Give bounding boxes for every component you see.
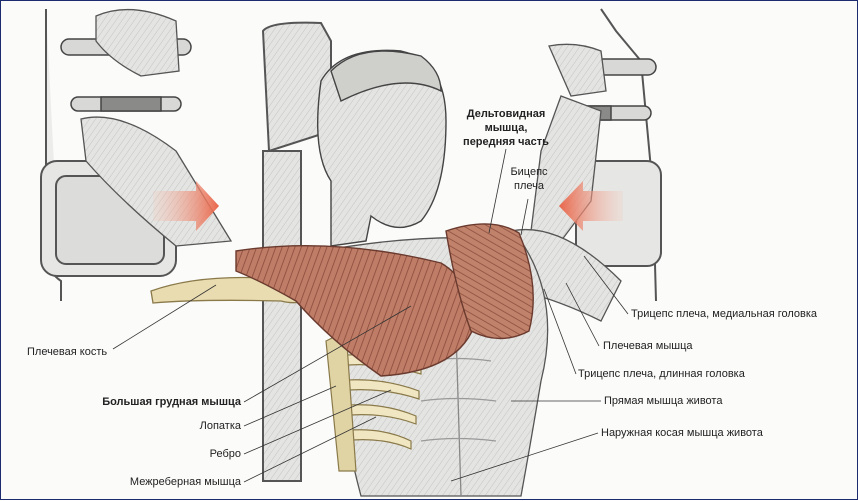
external-oblique-label: Наружная косая мышца живота — [601, 427, 763, 439]
leader-lines — [112, 148, 629, 483]
pectoralis-major-muscle — [235, 244, 477, 377]
deltoid-label-line-2: мышца, — [484, 122, 528, 134]
arms — [80, 8, 622, 322]
triceps-medial-label: Трицепс плеча, медиальная головка — [631, 308, 818, 320]
biceps-label-line-2: плеча — [514, 180, 544, 192]
deltoid-muscle — [445, 223, 534, 340]
rib-label: Ребро — [209, 448, 241, 460]
triceps-long-label: Трицепс плеча, длинная головка — [578, 368, 745, 380]
head — [316, 49, 447, 247]
right-arrow — [559, 181, 623, 231]
intercostal-label: Межреберная мышца — [129, 476, 241, 488]
humerus-label: Плечевая кость — [27, 346, 108, 358]
brachialis-label: Плечевая мышца — [603, 340, 693, 352]
deltoid-label-line-1: Дельтовидная — [466, 108, 546, 120]
left-handle — [60, 38, 192, 112]
biceps-label: Бицепс плеча — [504, 165, 554, 193]
deltoid-label: Дельтовидная мышца, передняя часть — [456, 107, 556, 149]
scapula-label: Лопатка — [199, 420, 241, 432]
rectus-abdominis-label: Прямая мышца живота — [604, 395, 723, 407]
deltoid-label-line-3: передняя часть — [463, 136, 549, 148]
biceps-label-line-1: Бицепс — [510, 166, 548, 178]
pectoralis-major-label: Большая грудная мышца — [102, 396, 241, 408]
left-arrow — [153, 181, 219, 231]
